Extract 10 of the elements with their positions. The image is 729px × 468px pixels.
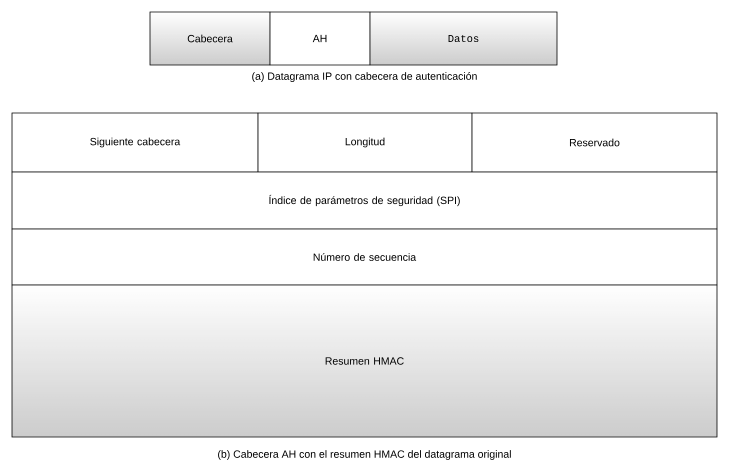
field-cell: Cabecera [150,12,270,66]
field-cell: AH [270,12,370,66]
field-cell: Resumen HMAC [12,284,718,438]
field-cell: Datos [370,12,558,66]
field-cell: Número de secuencia [12,228,718,286]
caption: (a) Datagrama IP con cabecera de autenticación [252,72,477,82]
caption: (b) Cabecera AH con el resumen HMAC del datagrama original [218,450,511,460]
field-cell: Reservado [472,112,718,172]
field-cell: Longitud [258,112,472,172]
field-cell: Siguiente cabecera [12,112,258,172]
